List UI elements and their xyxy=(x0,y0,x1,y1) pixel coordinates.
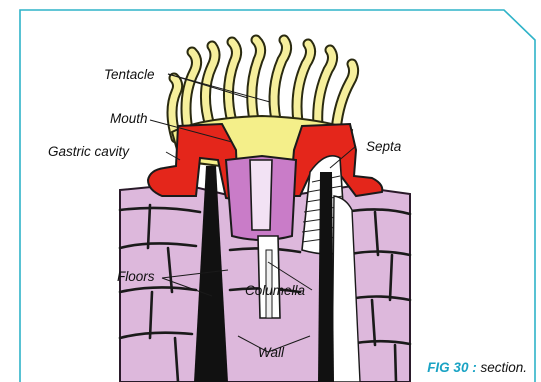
label-septa: Septa xyxy=(366,140,401,154)
left-body xyxy=(148,124,238,200)
label-wall: Wall xyxy=(258,346,284,360)
figure-number: FIG 30 : xyxy=(427,360,477,375)
label-gastric-cavity: Gastric cavity xyxy=(48,145,129,159)
pharynx-center xyxy=(250,160,272,230)
label-floors: Floors xyxy=(117,270,155,284)
label-columella: Columella xyxy=(245,284,305,298)
label-tentacle: Tentacle xyxy=(104,68,155,82)
figure-caption-text: section. xyxy=(480,360,527,375)
figure-caption: FIG 30 : section. xyxy=(427,361,527,375)
right-wall-black xyxy=(318,172,334,382)
label-mouth: Mouth xyxy=(110,112,148,126)
